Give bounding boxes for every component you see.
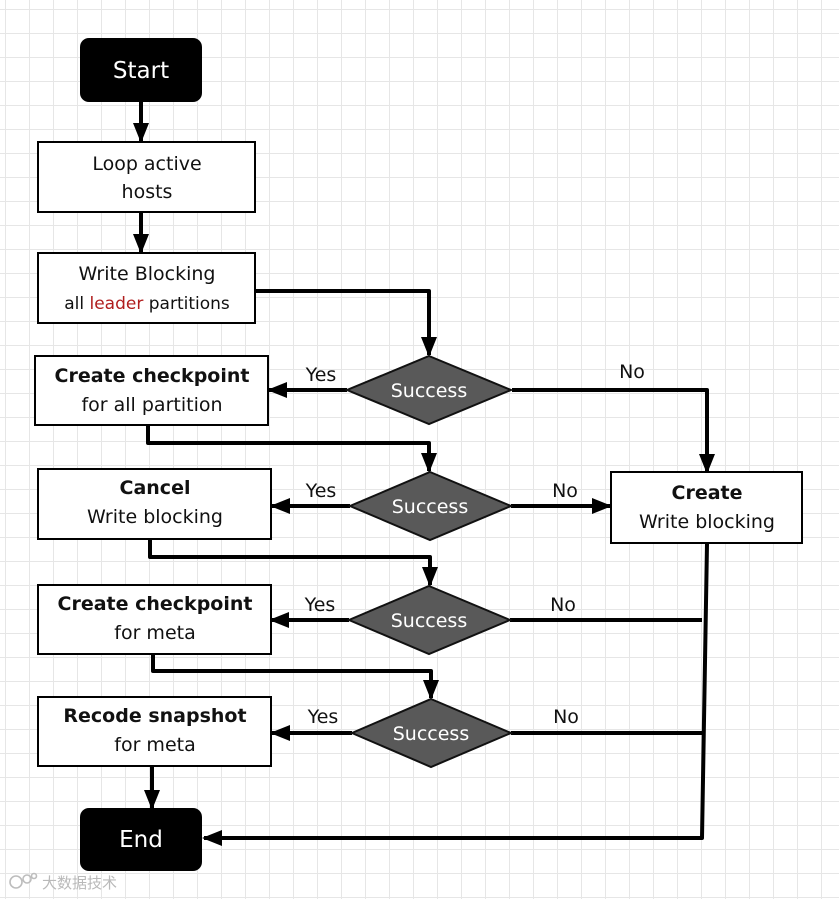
decision-3: Success [346,584,513,656]
decision-4: Success [349,697,514,769]
create-checkpoint-meta-box: Create checkpoint for meta [37,584,272,655]
d2-yes-label: Yes [305,480,337,502]
d3-yes-label: Yes [304,594,336,616]
decision-4-label: Success [393,723,469,745]
edge-cpall-d2 [146,426,437,473]
create-wb-line2: Write blocking [639,511,775,533]
end-terminal: End [80,808,202,871]
start-terminal: Start [80,38,202,102]
watermark-text: 大数据技术 [42,874,117,892]
d1-yes-label: Yes [305,364,337,386]
decision-1-label: Success [391,380,467,402]
watermark: 大数据技术 [9,872,117,892]
edge-d1-no [512,388,715,474]
loop-hosts-box: Loop active hosts [37,141,256,213]
recode-line1: Recode snapshot [63,705,246,727]
connectors [133,102,715,846]
cp-meta-line1: Create checkpoint [58,593,253,615]
edge-writeblock-d1 [256,289,437,357]
edge-createwb-end [202,543,709,846]
leader-highlight: leader [90,294,144,314]
recode-snapshot-box: Recode snapshot for meta [37,696,272,767]
end-label: End [119,827,163,853]
decision-3-label: Success [391,610,467,632]
create-checkpoint-all-box: Create checkpoint for all partition [34,355,269,426]
decision-2-label: Success [392,496,468,518]
start-label: Start [113,58,169,84]
cancel-line2: Write blocking [87,506,223,528]
cp-all-line1: Create checkpoint [55,365,250,387]
recode-line2: for meta [114,734,195,756]
decision-1: Success [344,354,514,426]
write-blocking-line1: Write Blocking [79,263,216,285]
create-write-blocking-box: Create Write blocking [610,471,803,544]
cp-meta-line2: for meta [114,622,195,644]
d1-no-label: No [619,361,645,383]
watermark-logo-icon [9,872,38,889]
loop-line2: hosts [122,181,173,203]
decision-2: Success [347,470,514,542]
cancel-write-blocking-box: Cancel Write blocking [37,468,272,540]
d4-yes-label: Yes [307,706,339,728]
d2-no-label: No [552,480,578,502]
edge-cancel-d3 [148,540,438,587]
write-blocking-box: Write Blocking all leader partitions [37,252,256,324]
cp-all-line2: for all partition [81,394,222,416]
d4-no-label: No [553,706,579,728]
write-blocking-line2: all leader partitions [64,294,230,314]
create-wb-line1: Create [672,482,743,504]
cancel-line1: Cancel [120,477,191,499]
loop-line1: Loop active [92,153,201,175]
d3-no-label: No [550,594,576,616]
edge-cpmeta-d4 [151,655,439,700]
